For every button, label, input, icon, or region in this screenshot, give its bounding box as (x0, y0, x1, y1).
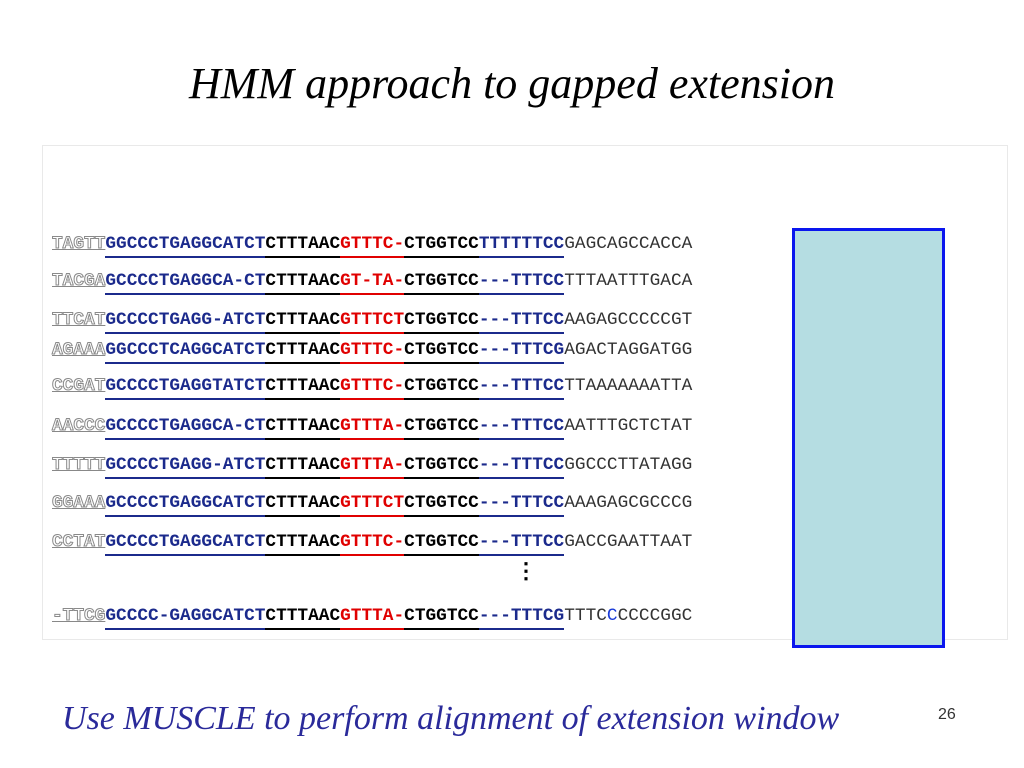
segment-3: GTTTA- (340, 453, 405, 479)
segment-2: CTTTAAC (265, 453, 341, 479)
segment-2: CTTTAAC (265, 338, 341, 364)
segment-5: ---TTTCG (478, 338, 565, 364)
segment-4: CTGGTCC (404, 338, 479, 364)
segment-4: CTGGTCC (404, 308, 479, 334)
segment-4: CTGGTCC (404, 491, 479, 517)
segment-5: ---TTTCG (478, 604, 565, 630)
alignment-row: TTCATGCCCCTGAGG-ATCTCTTTAACGTTTCTCTGGTCC… (51, 308, 693, 334)
extension-sequence: GGCCCTTATAGG (564, 455, 693, 475)
segment-5: ---TTTCC (478, 530, 565, 556)
extension-sequence: AATTTGCTCTAT (564, 416, 693, 436)
alignment-row: TAGTTGGCCCTGAGGCATCTCTTTAACGTTTC-CTGGTCC… (51, 232, 693, 258)
segment-1: GGCCCTGAGGCATCT (105, 232, 266, 258)
segment-4: CTGGTCC (404, 414, 479, 440)
row-prefix: AGAAA (51, 340, 106, 361)
extension-part: CCCCGGC (617, 606, 693, 626)
alignment-row: AACCCGCCCCTGAGGCA-CTCTTTAACGTTTA-CTGGTCC… (51, 414, 693, 440)
segment-1: GCCCCTGAGGCATCT (105, 491, 266, 517)
alignment-row: TACGAGCCCCTGAGGCA-CTCTTTAACGT-TA-CTGGTCC… (51, 269, 693, 295)
segment-2: CTTTAAC (265, 308, 341, 334)
segment-4: CTGGTCC (404, 232, 479, 258)
row-prefix: AACCC (51, 416, 106, 437)
segment-2: CTTTAAC (265, 491, 341, 517)
segment-1: GCCCCTGAGGCA-CT (105, 269, 266, 295)
segment-3: GTTTA- (340, 604, 405, 630)
segment-5: ---TTTCC (478, 269, 565, 295)
extension-sequence: AGACTAGGATGG (564, 340, 693, 360)
segment-3: GTTTCT (340, 491, 405, 517)
segment-2: CTTTAAC (265, 530, 341, 556)
alignment-row: CCGATGCCCCTGAGGTATCTCTTTAACGTTTC-CTGGTCC… (51, 374, 693, 400)
segment-3: GTTTC- (340, 232, 405, 258)
segment-2: CTTTAAC (265, 414, 341, 440)
segment-2: CTTTAAC (265, 604, 341, 630)
alignment-row: CCTATGCCCCTGAGGCATCTCTTTAACGTTTC-CTGGTCC… (51, 530, 693, 556)
alignment-row: AGAAAGGCCCTCAGGCATCTCTTTAACGTTTC-CTGGTCC… (51, 338, 693, 364)
extension-sequence: GAGCAGCCACCA (564, 234, 693, 254)
row-prefix: CCTAT (51, 532, 106, 553)
segment-1: GCCCCTGAGG-ATCT (105, 453, 266, 479)
alignment-row: TTTTTGCCCCTGAGG-ATCTCTTTAACGTTTA-CTGGTCC… (51, 453, 693, 479)
row-prefix: TACGA (51, 271, 106, 292)
segment-3: GTTTC- (340, 530, 405, 556)
row-prefix: -TTCG (51, 606, 106, 627)
segment-5: ---TTTCC (478, 491, 565, 517)
alignment-row: GGAAAGCCCCTGAGGCATCTCTTTAACGTTTCTCTGGTCC… (51, 491, 693, 517)
extension-window-highlight (792, 228, 945, 648)
segment-1: GGCCCTCAGGCATCT (105, 338, 266, 364)
segment-3: GTTTA- (340, 414, 405, 440)
row-prefix: GGAAA (51, 493, 106, 514)
alignment-row: -TTCGGCCCC-GAGGCATCTCTTTAACGTTTA-CTGGTCC… (51, 604, 692, 630)
extension-sequence: GACCGAATTAAT (564, 532, 693, 552)
segment-3: GTTTC- (340, 338, 405, 364)
extension-sequence: TTAAAAAAATTA (564, 376, 693, 396)
segment-5: ---TTTCC (478, 453, 565, 479)
extension-sequence: AAGAGCCCCCGT (564, 310, 693, 330)
segment-3: GT-TA- (340, 269, 405, 295)
row-prefix: CCGAT (51, 376, 106, 397)
segment-1: GCCCC-GAGGCATCT (105, 604, 266, 630)
row-prefix: TTCAT (51, 310, 106, 331)
slide-caption: Use MUSCLE to perform alignment of exten… (62, 700, 840, 737)
segment-2: CTTTAAC (265, 374, 341, 400)
extension-highlight-base: C (606, 606, 618, 626)
slide-title: HMM approach to gapped extension (188, 59, 835, 108)
segment-4: CTGGTCC (404, 453, 479, 479)
segment-5: ---TTTCC (478, 374, 565, 400)
segment-5: TTTTTTCC (478, 232, 565, 258)
page-number: 26 (938, 706, 956, 723)
segment-1: GCCCCTGAGG-ATCT (105, 308, 266, 334)
segment-1: GCCCCTGAGGTATCT (105, 374, 266, 400)
vertical-ellipsis: ⋮ (515, 560, 537, 582)
segment-3: GTTTCT (340, 308, 405, 334)
extension-sequence: TTTAATTTGACA (564, 271, 693, 291)
segment-1: GCCCCTGAGGCATCT (105, 530, 266, 556)
row-prefix: TAGTT (51, 234, 106, 255)
segment-5: ---TTTCC (478, 308, 565, 334)
segment-2: CTTTAAC (265, 232, 341, 258)
segment-2: CTTTAAC (265, 269, 341, 295)
extension-sequence: AAAGAGCGCCCG (564, 493, 693, 513)
segment-5: ---TTTCC (478, 414, 565, 440)
extension-sequence: TTTCCCCCCGGC (564, 604, 692, 628)
segment-4: CTGGTCC (404, 374, 479, 400)
segment-1: GCCCCTGAGGCA-CT (105, 414, 266, 440)
extension-part: TTTC (564, 606, 607, 626)
segment-4: CTGGTCC (404, 269, 479, 295)
row-prefix: TTTTT (51, 455, 106, 476)
segment-3: GTTTC- (340, 374, 405, 400)
segment-4: CTGGTCC (404, 530, 479, 556)
segment-4: CTGGTCC (404, 604, 479, 630)
